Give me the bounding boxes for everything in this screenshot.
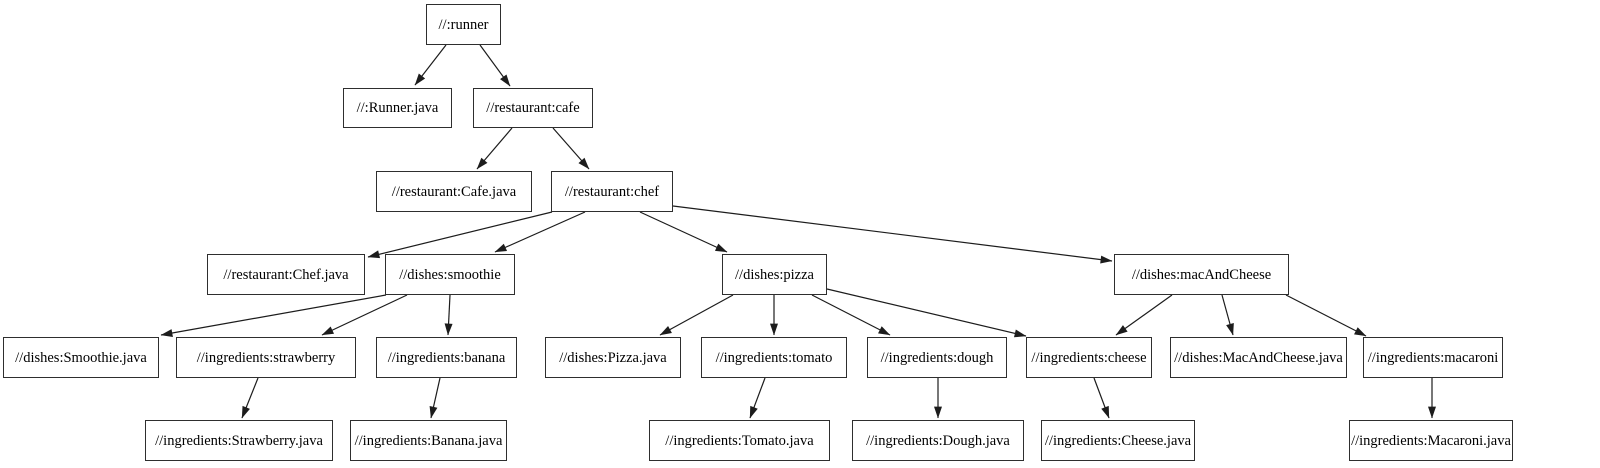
edge-pizza-to-dough [811,294,891,336]
edge-smoothie-to-smoothie-java [160,294,387,337]
edge-strawberry-to-strawberry-java [241,377,259,419]
node-label: //restaurant:Chef.java [223,266,349,283]
edge-cafe-to-chef [552,127,590,170]
node-label: //ingredients:Tomato.java [665,432,814,449]
node-label: //restaurant:Cafe.java [391,183,517,200]
node-mac-and-cheese: //dishes:macAndCheese [1114,254,1289,295]
edge-banana-to-banana-java [429,377,441,419]
node-label: //ingredients:macaroni [1367,349,1499,366]
node-label: //dishes:pizza [735,266,814,283]
node-mac-and-cheese-java: //dishes:MacAndCheese.java [1170,337,1347,378]
node-tomato: //ingredients:tomato [701,337,847,378]
node-label: //dishes:smoothie [399,266,501,283]
node-label: //dishes:Smoothie.java [15,349,147,366]
node-label: //dishes:MacAndCheese.java [1174,349,1343,366]
node-label: //:Runner.java [356,100,439,117]
node-dough: //ingredients:dough [867,337,1007,378]
node-label: //ingredients:dough [880,349,994,366]
edge-chef-to-pizza [639,211,728,253]
node-dough-java: //ingredients:Dough.java [852,420,1024,461]
node-macaroni: //ingredients:macaroni [1363,337,1503,378]
node-strawberry: //ingredients:strawberry [176,337,356,378]
node-cheese: //ingredients:cheese [1026,337,1152,378]
node-tomato-java: //ingredients:Tomato.java [649,420,830,461]
edge-pizza-to-pizza-java [659,294,734,336]
node-label: //ingredients:strawberry [196,349,336,366]
node-smoothie-java: //dishes:Smoothie.java [3,337,159,378]
node-label: //restaurant:chef [564,183,660,200]
edge-smoothie-to-banana [444,294,453,336]
edge-mac-and-cheese-to-macaroni [1285,294,1367,337]
edge-tomato-to-tomato-java [749,377,766,419]
node-cafe: //restaurant:cafe [473,88,593,128]
node-label: //ingredients:Cheese.java [1044,432,1192,449]
node-smoothie: //dishes:smoothie [385,254,515,295]
node-label: //ingredients:Dough.java [866,432,1010,449]
node-runner-java: //:Runner.java [343,88,452,128]
edge-cheese-to-cheese-java [1093,377,1110,419]
node-label: //ingredients:Banana.java [354,432,503,449]
node-chef: //restaurant:chef [551,171,673,212]
node-macaroni-java: //ingredients:Macaroni.java [1349,420,1513,461]
edge-pizza-to-cheese [826,288,1027,338]
node-strawberry-java: //ingredients:Strawberry.java [145,420,333,461]
edge-chef-to-mac-and-cheese [672,205,1113,264]
node-label: //ingredients:banana [387,349,506,366]
node-cheese-java: //ingredients:Cheese.java [1041,420,1195,461]
edge-mac-and-cheese-to-cheese [1115,294,1173,336]
node-label: //ingredients:cheese [1031,349,1147,366]
edge-runner-to-runner-java [414,44,447,86]
edge-cafe-to-cafe-java [476,127,513,170]
node-label: //:runner [438,16,489,33]
node-label: //ingredients:Strawberry.java [155,432,323,449]
edge-smoothie-to-strawberry [321,294,408,336]
node-label: //restaurant:cafe [486,100,580,117]
node-label: //dishes:Pizza.java [559,349,667,366]
edge-chef-to-smoothie [494,211,586,253]
node-runner: //:runner [426,4,501,45]
edge-chef-to-chef-java [367,211,553,259]
node-pizza-java: //dishes:Pizza.java [545,337,681,378]
edge-mac-and-cheese-to-mac-and-cheese-java [1221,294,1234,336]
node-label: //ingredients:Macaroni.java [1351,432,1511,449]
node-banana-java: //ingredients:Banana.java [350,420,507,461]
node-pizza: //dishes:pizza [722,254,827,295]
node-cafe-java: //restaurant:Cafe.java [376,171,532,212]
node-chef-java: //restaurant:Chef.java [207,254,365,295]
node-label: //dishes:macAndCheese [1131,266,1272,283]
node-banana: //ingredients:banana [376,337,517,378]
edge-runner-to-cafe [479,44,511,87]
node-label: //ingredients:tomato [715,349,833,366]
